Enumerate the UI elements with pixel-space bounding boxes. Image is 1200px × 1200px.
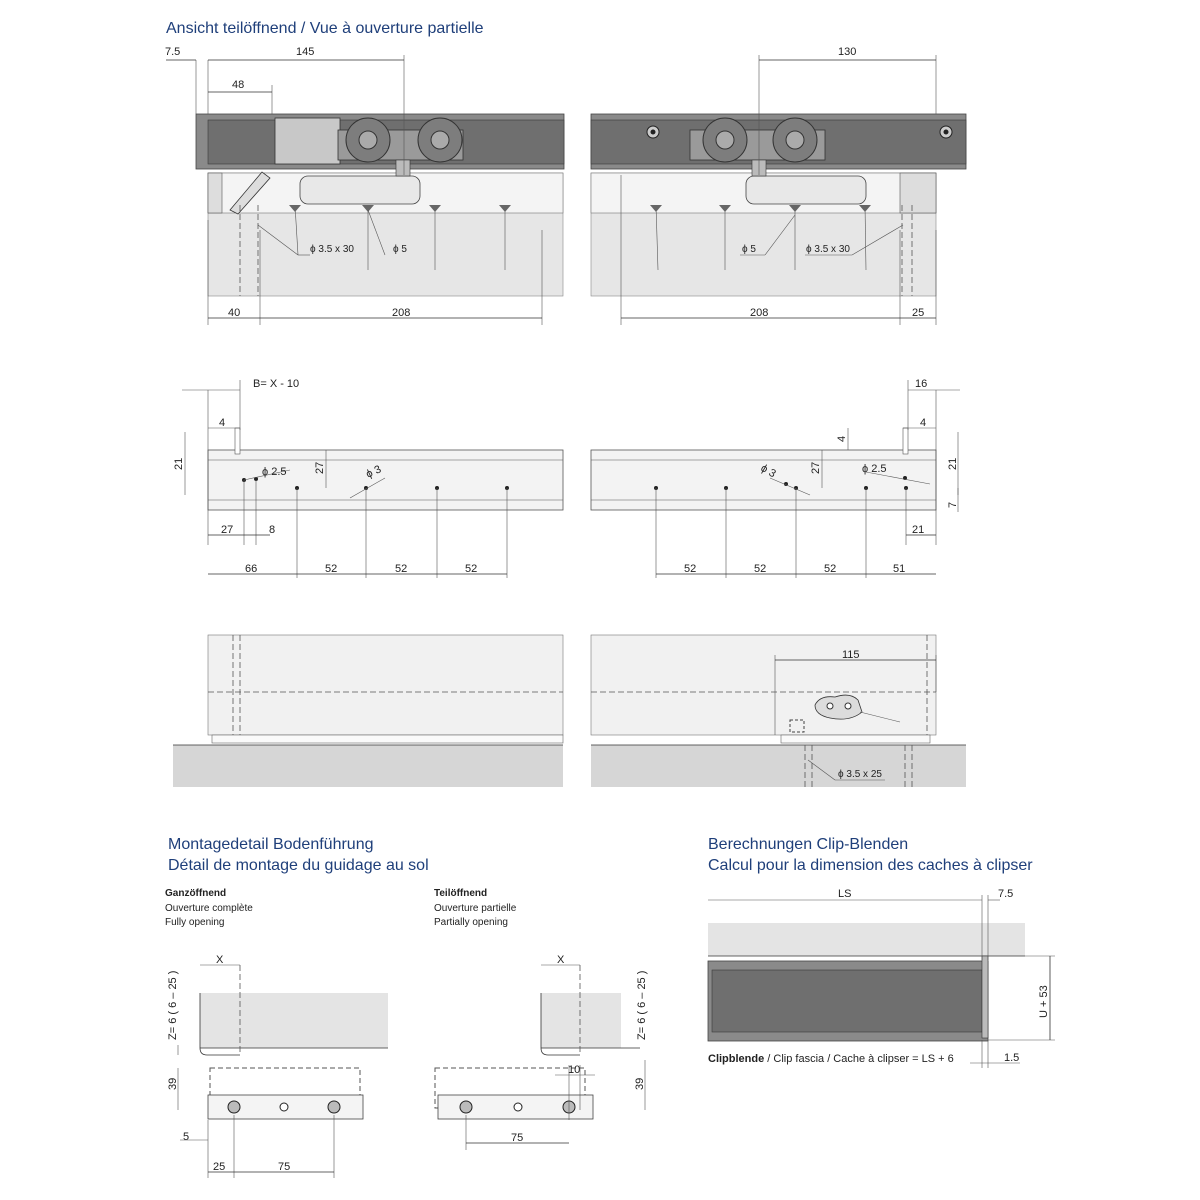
dim-52-d: 52: [684, 563, 696, 575]
top-right-dimensions: 130 208 25 ϕ 5 ϕ 3.5 x 30: [620, 46, 937, 325]
label-dia-5: ϕ 5: [393, 244, 407, 255]
floor-slab: [173, 745, 563, 787]
dim-ls: LS: [838, 888, 851, 900]
dim-b-x-10: B= X - 10: [253, 378, 299, 390]
dim-25: 25: [912, 307, 924, 319]
dim-145: 145: [296, 46, 314, 58]
dim-4-vertical: 4: [836, 436, 848, 442]
middle-view-right: [590, 427, 937, 511]
clip-formula: Clipblende / Clip fascia / Cache à clips…: [708, 1053, 954, 1065]
dim-75-full: 75: [278, 1161, 290, 1173]
dim-52-b: 52: [395, 563, 407, 575]
label-full-fr: Ouverture complète: [165, 903, 253, 914]
dim-51: 51: [893, 563, 905, 575]
floor-guide-clip: [814, 694, 863, 720]
profile-strip: [207, 449, 564, 511]
top-view-right: [590, 113, 967, 297]
door-bottom: [200, 993, 388, 1048]
label-part-de: Teilöffnend: [434, 888, 487, 899]
dim-52-e: 52: [754, 563, 766, 575]
dim-208: 208: [392, 307, 410, 319]
carriage: [299, 175, 421, 205]
dim-clip-7-5: 7.5: [998, 888, 1013, 900]
dim-7-5: 7.5: [165, 46, 180, 58]
dim-52-f: 52: [824, 563, 836, 575]
dim-4-right: 4: [920, 417, 926, 429]
dim-21-left: 21: [173, 458, 185, 470]
title-clip-fr: Calcul pour la dimension des caches à cl…: [708, 857, 1033, 874]
label-full-de: Ganzöffnend: [165, 888, 226, 899]
label-part-fr: Ouverture partielle: [434, 903, 517, 914]
title-floor-guide-fr: Détail de montage du guidage au sol: [168, 857, 429, 874]
dim-208-right: 208: [750, 307, 768, 319]
carriage: [745, 175, 867, 205]
dim-130: 130: [838, 46, 856, 58]
dim-39-part: 39: [634, 1078, 646, 1090]
dim-25-full: 25: [213, 1161, 225, 1173]
dim-16: 16: [915, 378, 927, 390]
middle-left-dimensions: B= X - 10 4 21 27 ϕ 2.5 ϕ 3 27 8 66 52 5…: [173, 378, 508, 578]
title-view: Ansicht teilöffnend / Vue à ouverture pa…: [166, 20, 484, 37]
dim-7: 7: [947, 502, 959, 508]
ceiling-block: [708, 923, 1025, 956]
dim-39-full: 39: [167, 1078, 179, 1090]
dim-21-right: 21: [947, 458, 959, 470]
damper-unit: [274, 117, 341, 165]
label-x-part: X: [557, 954, 565, 966]
guide-fully-opening: Ganzöffnend Ouverture complète Fully ope…: [165, 888, 388, 1178]
label-dia-3-left: ϕ 3: [364, 463, 383, 480]
lower-view-left: [173, 634, 564, 787]
dim-27-right: 27: [810, 462, 822, 474]
lower-dimensions: 115 ϕ 3.5 x 25: [774, 649, 937, 781]
dim-75-part: 75: [511, 1132, 523, 1144]
label-x-full: X: [216, 954, 224, 966]
title-floor-guide-de: Montagedetail Bodenführung: [168, 836, 374, 853]
dim-27-bottom: 27: [221, 524, 233, 536]
guide-partially-opening: Teilöffnend Ouverture partielle Partiall…: [434, 888, 648, 1150]
dim-40: 40: [228, 307, 240, 319]
label-screw-3-5x25: ϕ 3.5 x 25: [838, 769, 882, 780]
dim-52-a: 52: [325, 563, 337, 575]
label-z-full: Z= 6 ( 6 – 25 ): [167, 971, 179, 1040]
title-clip-de: Berechnungen Clip-Blenden: [708, 836, 908, 853]
clip-fascia-detail: LS 7.5 U + 53 1.5 Clipblende / Clip fasc…: [707, 888, 1055, 1068]
dim-115: 115: [842, 649, 860, 661]
dim-66: 66: [245, 563, 257, 575]
door-bottom: [541, 993, 621, 1048]
floor-slab: [591, 745, 966, 787]
middle-right-dimensions: 16 4 4 21 7 27 ϕ 3 ϕ 2.5 21 52 52 52 51: [655, 378, 960, 578]
label-dia-2-5-right: ϕ 2.5: [862, 463, 887, 475]
dim-10: 10: [568, 1064, 580, 1076]
dim-u-53: U + 53: [1038, 985, 1050, 1018]
stop-bracket: [229, 171, 271, 215]
dim-21-bottom: 21: [912, 524, 924, 536]
label-dia-2-5-left: ϕ 2.5: [262, 466, 287, 478]
dim-8: 8: [269, 524, 275, 536]
clip-formula-bold: Clipblende: [708, 1053, 764, 1065]
label-screw-3-5x30-right: ϕ 3.5 x 30: [806, 244, 850, 255]
clip-formula-rest: / Clip fascia / Cache à clipser = LS + 6: [764, 1053, 954, 1065]
label-part-en: Partially opening: [434, 917, 508, 928]
dim-4: 4: [219, 417, 225, 429]
label-full-en: Fully opening: [165, 917, 224, 928]
dim-48: 48: [232, 79, 244, 91]
label-dia-5-right: ϕ 5: [742, 244, 756, 255]
profile-strip: [590, 449, 937, 511]
dim-5-full: 5: [183, 1131, 189, 1143]
lower-view-right: [590, 634, 966, 787]
dim-1-5: 1.5: [1004, 1052, 1019, 1064]
dim-27-left: 27: [314, 462, 326, 474]
top-view-left: [195, 113, 565, 297]
dim-52-c: 52: [465, 563, 477, 575]
label-z-part: Z= 6 ( 6 – 25 ): [636, 971, 648, 1040]
top-left-dimensions: 7.5 145 48 40 208 ϕ 3.5 x 30 ϕ 5: [165, 46, 543, 325]
label-screw-3-5x30: ϕ 3.5 x 30: [310, 244, 354, 255]
